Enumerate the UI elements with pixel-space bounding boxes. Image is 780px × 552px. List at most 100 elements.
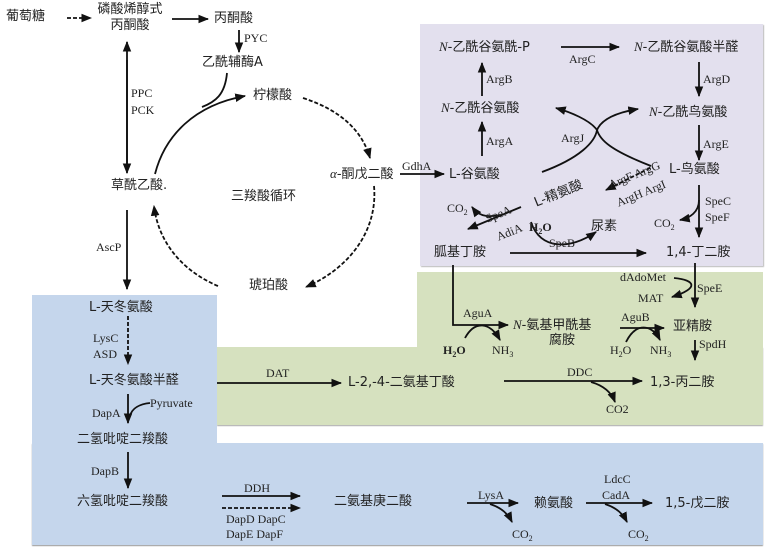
nh3-base: NH <box>492 343 510 357</box>
nh3-agua: NH3 <box>492 343 513 359</box>
co2-sub: 2 <box>528 534 533 543</box>
co2-spea: CO2 <box>447 201 468 217</box>
enzyme-dapa: DapA <box>92 406 121 420</box>
compound-alpha-ketoglutarate: α-酮戊二酸 <box>330 166 394 182</box>
h2o-sub: 2 <box>618 350 623 359</box>
compound-n-carbamoylputrescine-line2: 腐胺 <box>549 333 576 348</box>
compound-n-acetylglutamyl-p: N-乙酰谷氨酰-P <box>439 39 530 55</box>
enzyme-ppc: PPC <box>131 86 153 100</box>
compound-acetyl-coa: 乙酰辅酶A <box>202 55 263 70</box>
co2-base: CO <box>654 216 671 230</box>
h2o-agub: H2O <box>610 343 632 359</box>
enzyme-argc: ArgC <box>569 52 596 66</box>
compound-l-dab: L-2,-4-二氨基丁酸 <box>348 375 455 390</box>
compound-n-acetylglutamate: N-乙酰谷氨酸 <box>441 100 519 116</box>
enzyme-asd: ASD <box>93 347 118 361</box>
enzyme-dapd-dapc: DapD DapC <box>226 512 286 526</box>
co2-ldcc: CO2 <box>628 527 649 543</box>
enzyme-argb: ArgB <box>486 72 513 86</box>
arrow-lysa-co2 <box>489 503 513 523</box>
h2o-sub: 2 <box>452 350 457 359</box>
compound-lysine: 赖氨酸 <box>534 496 574 511</box>
nh3-agub: NH3 <box>650 343 671 359</box>
compound-urea: 尿素 <box>591 219 618 234</box>
h2o-h: H <box>529 220 539 234</box>
alpha-kg-name: -酮戊二酸 <box>336 167 394 182</box>
enzyme-argd: ArgD <box>703 72 731 86</box>
enzyme-cada: CadA <box>602 488 630 502</box>
h2o-h: H <box>610 343 619 357</box>
compound-pyruvate: 丙酮酸 <box>214 11 254 26</box>
arrow-succinate-oaa <box>150 204 219 287</box>
putrescine-pathway-region-lower <box>217 347 763 425</box>
arrow-acetylcoa-join <box>201 72 228 108</box>
compound-dadomet: dAdoMet <box>620 270 666 284</box>
compound-tetrahydrodipicolinate: 六氢吡啶二羧酸 <box>77 494 169 509</box>
compound-l-aspartate-semialdehyde: L-天冬氨酸半醛 <box>89 373 179 388</box>
co2-base: CO <box>512 527 529 541</box>
compound-1-3-diaminopropane: 1,3-丙二胺 <box>650 375 715 390</box>
enzyme-agub: AguB <box>621 310 650 324</box>
compound-diaminopimelate: 二氨基庚二酸 <box>334 494 413 509</box>
n-acetylglutamyl-p-name: -乙酰谷氨酰-P <box>447 40 530 55</box>
arrow-agua-h2o-nh3 <box>464 324 501 341</box>
arrow-agub-h2o-nh3 <box>625 326 661 343</box>
arrow-argj-to-nao <box>541 106 640 173</box>
n-carbamoylputrescine-name: -氨基甲酰基 <box>521 318 592 333</box>
n-acetylornithine-name: -乙酰鸟氨酸 <box>657 105 728 120</box>
co2-lysa: CO2 <box>512 527 533 543</box>
enzyme-ddc: DDC <box>567 365 593 379</box>
enzyme-spec: SpeC <box>705 194 732 208</box>
h2o-o: O <box>456 343 466 357</box>
alpha-prefix: α <box>330 166 337 181</box>
enzyme-agua: AguA <box>463 306 493 320</box>
enzyme-spef: SpeF <box>705 210 730 224</box>
compound-n-acetylglutamate-semialdehyde: N-乙酰谷氨酸半醛 <box>634 39 738 55</box>
enzyme-spee: SpeE <box>697 281 723 295</box>
lysine-pathway-region-lower <box>32 443 763 545</box>
enzyme-argj: ArgJ <box>561 131 585 145</box>
compound-glucose: 葡萄糖 <box>6 9 46 24</box>
h2o-o: O <box>622 343 632 357</box>
compound-cadaverine: 1,5-戊二胺 <box>665 496 730 511</box>
co2-spec: CO2 <box>654 216 675 232</box>
enzyme-arge: ArgE <box>703 137 729 151</box>
h2o-speb: H2O <box>529 220 552 236</box>
n-prefix: N <box>439 39 448 54</box>
arrow-citrate-akg <box>302 97 372 160</box>
arrow-arginine-agmatine <box>467 206 522 230</box>
compound-l-glutamate: L-谷氨酸 <box>449 167 500 182</box>
n-prefix: N <box>441 100 450 115</box>
h2o-sub: 2 <box>538 227 543 236</box>
enzyme-gdha: GdhA <box>402 159 432 173</box>
compound-oxaloacetate: 草酰乙酸. <box>111 178 168 193</box>
compound-l-aspartate: L-天冬氨酸 <box>89 300 153 315</box>
co2-sub: 2 <box>644 534 649 543</box>
putrescine-pathway-region-upper <box>417 272 763 348</box>
compound-agmatine: 胍基丁胺 <box>434 245 487 260</box>
arrow-spea-co2 <box>471 206 501 218</box>
enzyme-ascp: AscP <box>96 240 122 254</box>
arrow-ddc-co2 <box>590 381 616 404</box>
compound-succinate: 琥珀酸 <box>249 278 289 293</box>
h2o-o: O <box>542 220 552 234</box>
enzyme-arga: ArgA <box>486 134 514 148</box>
enzyme-dapb: DapB <box>91 464 119 478</box>
h2o-h: H <box>443 343 453 357</box>
compound-pyruvate-en: Pyruvate <box>150 396 193 410</box>
arrow-ldcc-co2 <box>604 503 628 523</box>
enzyme-lysa: LysA <box>478 488 505 502</box>
arrow-speb-h2o-urea <box>530 221 597 246</box>
compound-pep-line2: 丙酮酸 <box>110 18 150 33</box>
arrow-akg-succinate <box>305 185 376 288</box>
nh3-base: NH <box>650 343 668 357</box>
arrow-pyruvate-join <box>129 402 151 417</box>
arrow-agmatine-ncp <box>452 265 510 330</box>
enzyme-pck: PCK <box>131 103 155 117</box>
enzyme-lysc: LysC <box>93 331 119 345</box>
arrow-spec-co2 <box>678 199 700 223</box>
enzyme-dape-dapf: DapE DapF <box>226 527 283 541</box>
co2-ddc: CO2 <box>606 402 629 416</box>
enzyme-speb: SpeB <box>549 236 576 250</box>
